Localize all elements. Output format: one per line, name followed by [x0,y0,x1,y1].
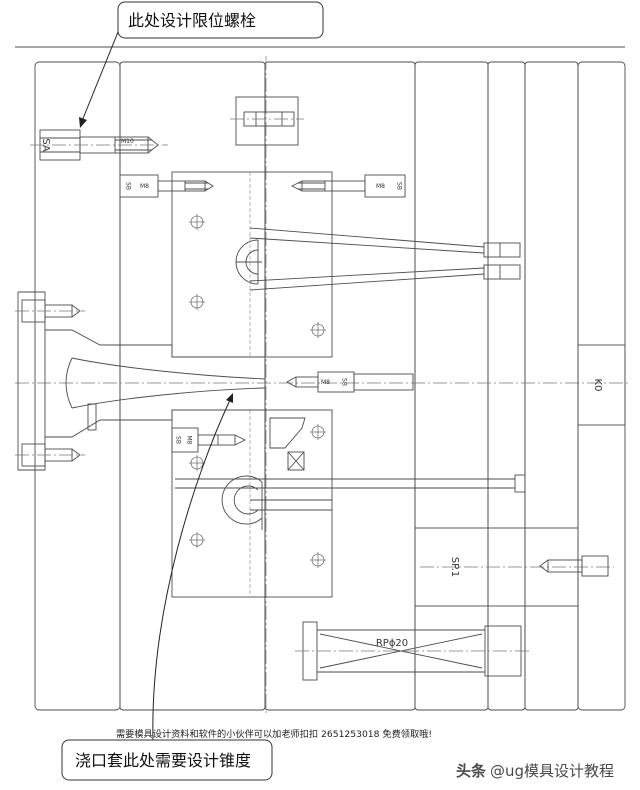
top-callout-text: 此处设计限位螺栓 [128,11,256,30]
return-pin: RPϕ20 [295,621,530,681]
watermark-brand: 头条 [456,762,487,780]
insert-screws [189,214,326,568]
bottom-callout-text: 浇口套此处需要设计锥度 [75,751,251,770]
top-clamp-plate [34,61,121,711]
ejector-rod [175,474,526,493]
lifter [269,417,306,471]
locating-ring-bolt-top [15,299,85,323]
bolt-sa-code: SA [40,138,51,152]
bolt-upper-left: SB M8 [119,174,214,198]
locating-ring [17,291,265,471]
knockout-hole: K0 [577,344,626,426]
bottom-callout: 浇口套此处需要设计锥度 [61,739,273,781]
ejector-retainer-plate [487,61,526,711]
bolt-upper-left-size: M8 [140,183,149,190]
center-lines [15,56,628,716]
bottom-callout-arrow [152,393,233,741]
bolt-center: M8 SB [286,371,414,393]
support-pillar: SP.1 [414,527,614,607]
mold-plates [34,61,626,711]
lower-inserts [171,409,333,598]
return-pin-label: RPϕ20 [376,638,408,649]
product-feature-upper [235,239,262,285]
bolt-upper-left-code: SB [125,182,132,190]
watermark-handle: @ug模具设计教程 [490,762,615,780]
support-plate [414,61,489,711]
top-callout: 此处设计限位螺栓 [117,1,324,39]
bolt-lower-left-size: M8 [186,436,193,445]
cavity-plate [119,61,266,711]
product-feature-lower [221,475,332,530]
core-plate [264,61,416,711]
bolt-upper-right: M8 SB [290,174,406,198]
bolt-upper-right-code: SB [396,182,403,190]
bolt-lower-left-code: SB [175,436,182,444]
support-pillar-bolt [539,555,609,577]
bolt-upper-right-size: M8 [376,183,385,190]
ejector-plate [524,61,579,711]
watermark: 头条@ug模具设计教程 [456,760,614,781]
bolt-center-size: M8 [321,379,330,386]
limit-bolt-sa: SA M10 [30,129,168,161]
knockout-label: K0 [592,379,603,392]
upper-inserts [171,171,333,358]
locating-ring-bolt-bottom [15,443,85,467]
top-callout-arrow [79,31,119,128]
support-pillar-label: SP.1 [449,557,460,577]
bolt-center-code: SB [341,378,348,386]
bolt-sa-size: M10 [121,138,134,145]
interlock-block [230,96,304,146]
angle-pins [249,227,521,291]
sprue-bushing-taper [65,357,266,431]
bolt-lower-left: SB M8 [171,427,247,453]
notice-text: 需要模具设计资料和软件的小伙伴可以加老师扣扣 2651253018 免费领取哦! [116,728,432,740]
